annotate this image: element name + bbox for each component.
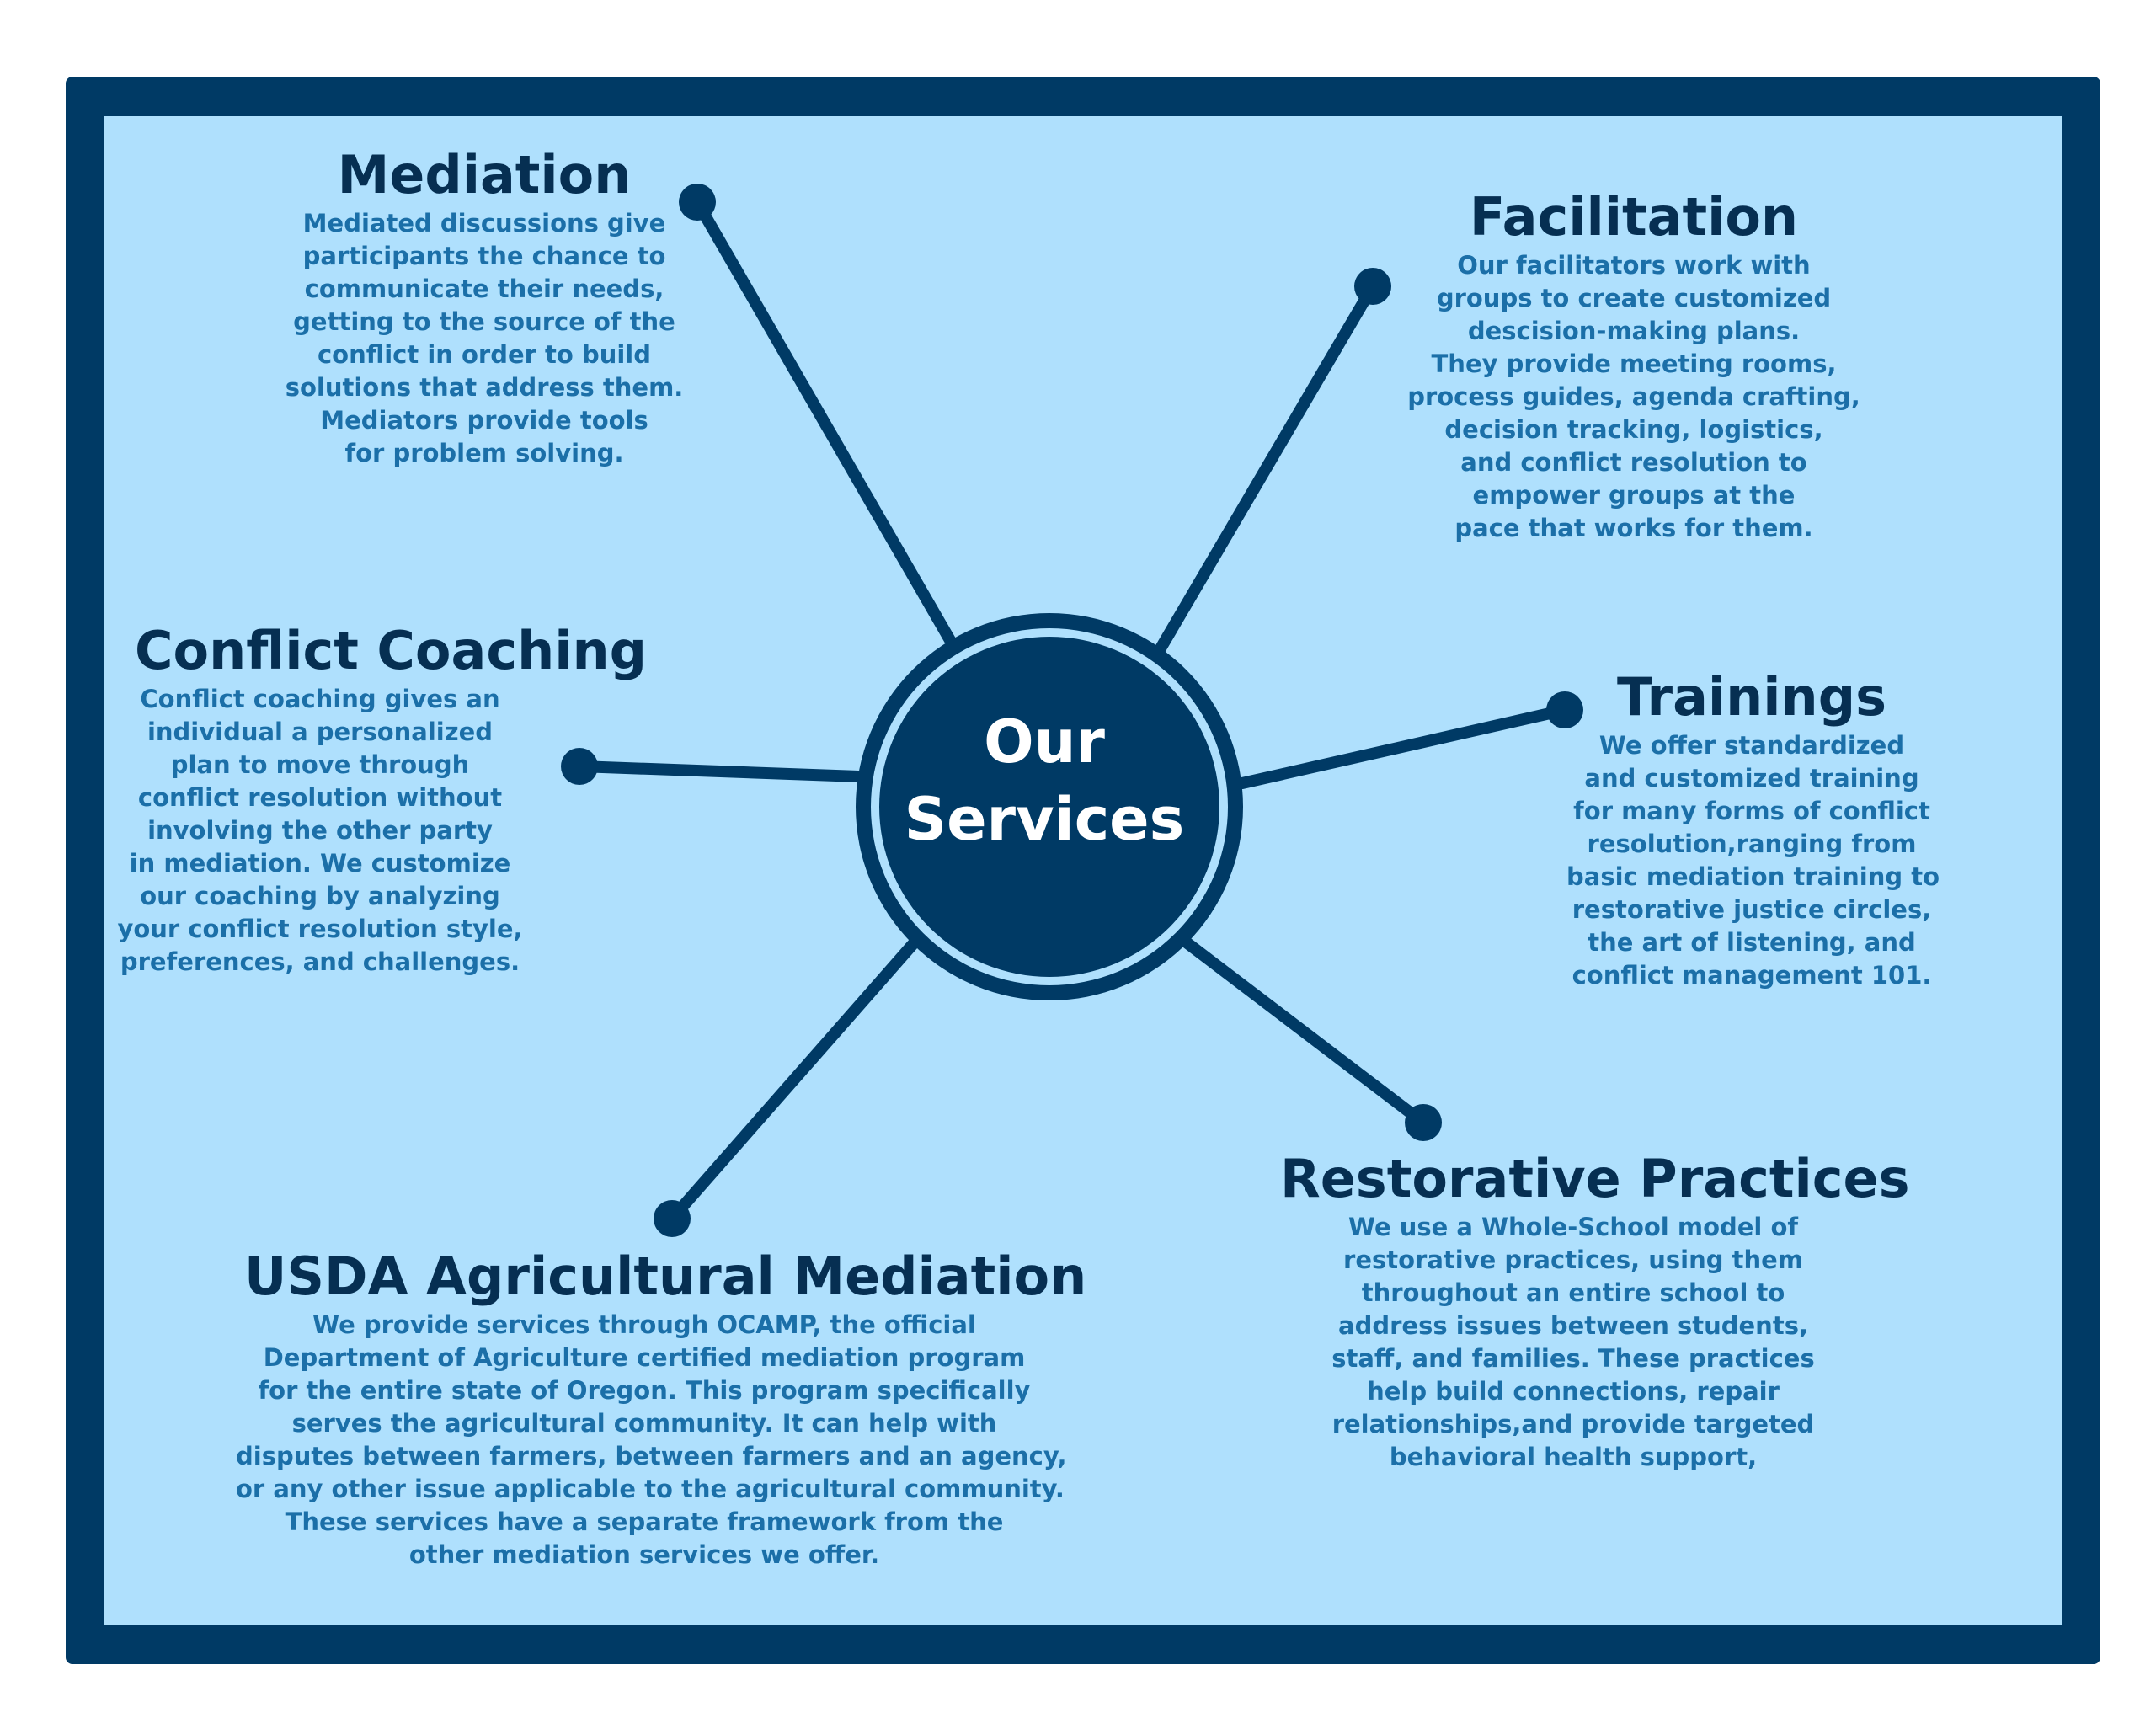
description-line: in mediation. We customize — [129, 849, 511, 878]
description-line: restorative practices, using them — [1343, 1246, 1803, 1274]
spoke-usda-agricultural-mediation — [654, 937, 920, 1237]
description-line: Mediated discussions give — [302, 209, 666, 237]
description-line: disputes between farmers, between farmer… — [236, 1442, 1067, 1470]
description-line: address issues between students, — [1338, 1311, 1808, 1340]
service-title: Trainings — [1617, 666, 1886, 728]
spoke-end-dot — [561, 748, 598, 785]
description-line: We offer standardized — [1598, 731, 1905, 760]
description-line: plan to move through — [170, 750, 470, 779]
description-line: individual a personalized — [147, 718, 494, 746]
description-line: conflict resolution without — [137, 783, 503, 812]
spoke-conflict-coaching — [561, 748, 865, 785]
spoke-trainings — [1236, 691, 1583, 789]
spoke-end-dot — [679, 184, 716, 221]
service-description: Mediated discussions give participants t… — [278, 207, 691, 470]
service-description: We use a Whole-School model of restorati… — [1260, 1211, 1886, 1474]
description-line: throughout an entire school to — [1361, 1278, 1785, 1307]
service-description: Our facilitators work with groups to cre… — [1398, 249, 1870, 545]
service-description: We offer standardized and customized tra… — [1566, 729, 1940, 992]
hub-label: Our Services — [884, 703, 1204, 858]
description-line: preferences, and challenges. — [120, 947, 520, 976]
description-line: process guides, agenda crafting, — [1407, 382, 1860, 411]
service-usda-agricultural-mediation: USDA Agricultural Mediation We provide s… — [236, 1245, 1087, 1571]
description-line: These services have a separate framework… — [285, 1507, 1004, 1536]
service-facilitation: Facilitation Our facilitators work with … — [1398, 185, 1870, 545]
description-line: and conflict resolution to — [1460, 448, 1807, 477]
description-line: pace that works for them. — [1454, 514, 1813, 542]
description-line: for problem solving. — [344, 439, 624, 467]
description-line: We provide services through OCAMP, the o… — [312, 1310, 976, 1339]
description-line: empower groups at the — [1472, 481, 1796, 510]
service-title: Restorative Practices — [1280, 1148, 1910, 1209]
description-line: restorative justice circles, — [1572, 895, 1932, 924]
service-title: Mediation — [337, 144, 632, 205]
description-line: our coaching by analyzing — [140, 882, 500, 910]
description-line: for many forms of conflict — [1573, 797, 1930, 825]
service-description: Conflict coaching gives an individual a … — [0, 683, 640, 979]
description-line: They provide meeting rooms, — [1431, 349, 1837, 378]
description-line: decision tracking, logistics, — [1444, 415, 1823, 444]
service-description: We provide services through OCAMP, the o… — [236, 1309, 1067, 1571]
service-title: Facilitation — [1469, 186, 1799, 248]
spoke-facilitation — [1155, 268, 1391, 654]
spoke-restorative-practices — [1182, 937, 1442, 1141]
description-line: Our facilitators work with — [1457, 251, 1811, 280]
description-line: participants the chance to — [302, 242, 666, 270]
description-line: groups to create customized — [1436, 284, 1832, 312]
hub-line-1: Our — [984, 707, 1105, 776]
description-line: serves the agricultural community. It ca… — [291, 1409, 997, 1438]
description-line: involving the other party — [147, 816, 493, 845]
service-mediation: Mediation Mediated discussions give part… — [278, 143, 691, 470]
spoke-mediation — [679, 184, 956, 646]
description-line: communicate their needs, — [304, 275, 664, 303]
description-line: We use a Whole-School model of — [1348, 1213, 1798, 1241]
description-line: getting to the source of the — [293, 307, 675, 336]
description-line: relationships,and provide targeted — [1331, 1410, 1815, 1438]
spoke-end-dot — [1405, 1104, 1442, 1141]
spoke-end-dot — [1546, 691, 1583, 728]
description-line: conflict management 101. — [1572, 961, 1932, 990]
service-trainings: Trainings We offer standardized and cust… — [1566, 665, 1940, 992]
description-line: other mediation services we offer. — [408, 1540, 880, 1569]
description-line: resolution,ranging from — [1587, 830, 1917, 858]
service-title: Conflict Coaching — [135, 620, 648, 681]
description-line: Department of Agriculture certified medi… — [263, 1343, 1026, 1372]
hub-line-2: Services — [904, 785, 1185, 854]
description-line: Conflict coaching gives an — [140, 685, 500, 713]
description-line: basic mediation training to — [1566, 862, 1940, 891]
service-conflict-coaching: Conflict Coaching Conflict coaching give… — [117, 619, 648, 979]
description-line: Mediators provide tools — [320, 406, 648, 435]
description-line: and customized training — [1584, 764, 1919, 792]
description-line: for the entire state of Oregon. This pro… — [258, 1376, 1031, 1405]
hub-circle — [856, 613, 1243, 1000]
description-line: conflict in order to build — [317, 340, 651, 369]
description-line: behavioral health support, — [1389, 1443, 1758, 1471]
description-line: your conflict resolution style, — [117, 915, 523, 943]
spoke-end-dot — [1354, 268, 1391, 305]
description-line: solutions that address them. — [285, 373, 684, 402]
description-line: help build connections, repair — [1367, 1377, 1780, 1406]
spoke-end-dot — [654, 1200, 691, 1237]
description-line: descision-making plans. — [1467, 317, 1801, 345]
description-line: staff, and families. These practices — [1331, 1344, 1815, 1373]
service-title: USDA Agricultural Mediation — [244, 1246, 1087, 1307]
service-restorative-practices: Restorative Practices We use a Whole-Sch… — [1280, 1147, 1910, 1474]
description-line: or any other issue applicable to the agr… — [236, 1475, 1065, 1503]
description-line: the art of listening, and — [1588, 928, 1916, 957]
